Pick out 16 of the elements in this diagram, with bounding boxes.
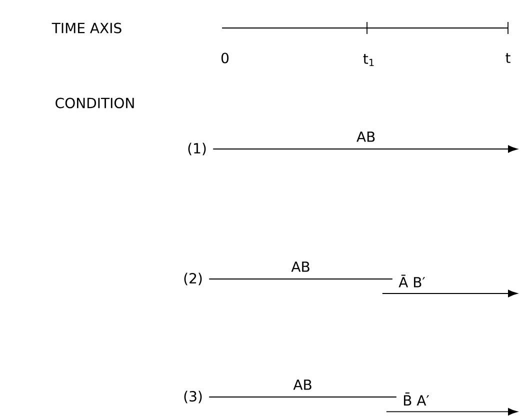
edge-label: AB	[355, 130, 377, 143]
arrow	[382, 290, 518, 298]
axis-tick-label: t	[506, 53, 510, 63]
edge-label: AB	[290, 260, 312, 273]
text: TIME AXIS	[52, 22, 122, 34]
state-label: B̄ A′	[404, 392, 430, 406]
row-number: (2)	[184, 272, 202, 286]
state-label: Ā B′	[398, 274, 426, 288]
arrow	[212, 145, 518, 153]
edge-label: AB	[292, 378, 314, 391]
row-number: (3)	[184, 390, 202, 404]
text: CONDITION	[56, 98, 134, 108]
arrow	[386, 408, 518, 416]
axis-tick-label: 0	[221, 52, 229, 64]
axis-tick-label: t$_{1}$	[363, 54, 374, 66]
row-number: (1)	[188, 142, 206, 156]
